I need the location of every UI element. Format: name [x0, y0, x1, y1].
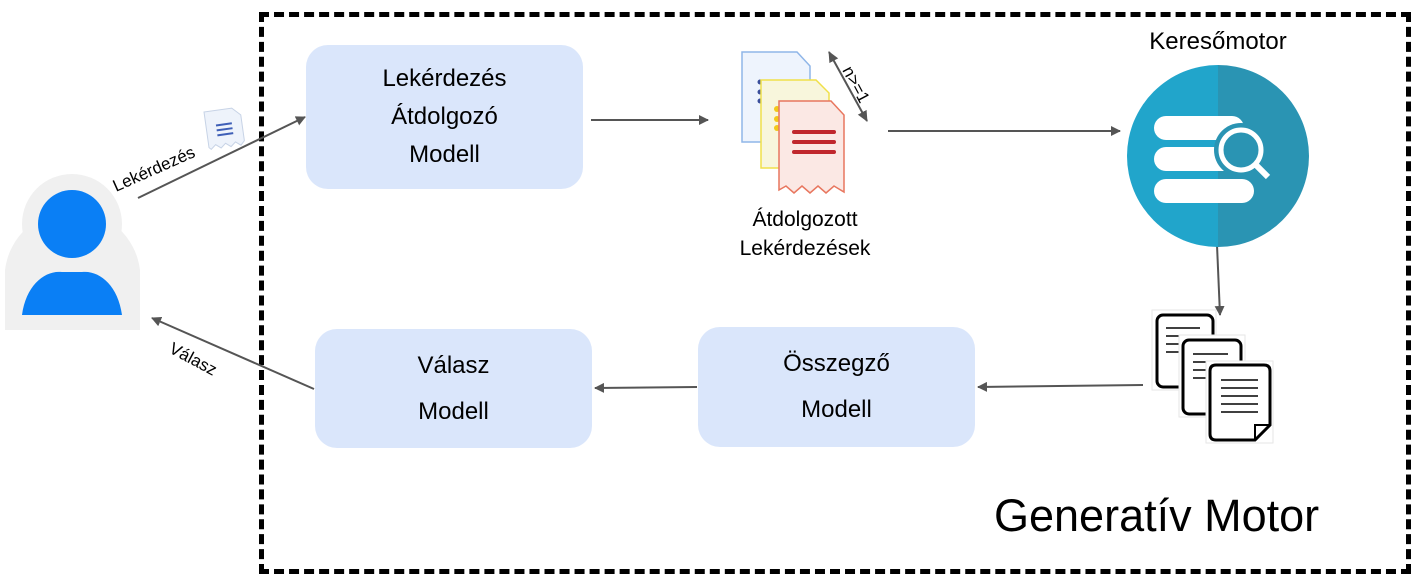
generative-engine-boundary — [259, 12, 1411, 574]
edge-user-to-rewriter — [137, 116, 306, 199]
node-line: Lekérdezés — [382, 65, 507, 92]
documents-stack-icon — [741, 51, 845, 194]
query-document-icon — [203, 107, 245, 151]
edge-search-to-docs — [1214, 244, 1225, 316]
search-engine-title: Keresőmotor — [1149, 28, 1287, 55]
multiplicity-label: n>=1 — [838, 63, 873, 106]
answer-model-node: Válasz Modell — [315, 329, 592, 448]
summarizer-model-node: Összegző Modell — [698, 327, 975, 447]
documents-icon — [1151, 309, 1274, 444]
label-line: Átdolgozott — [752, 208, 858, 231]
label-line: Lekérdezések — [739, 237, 871, 260]
node-line: Válasz — [417, 351, 490, 379]
multiplicity-arrow — [828, 51, 868, 122]
edge-docs-to-summarizer — [977, 381, 1144, 392]
query-rewriter-model-node: Lekérdezés Átdolgozó Modell — [306, 45, 583, 189]
search-database-icon — [1127, 65, 1309, 247]
rewritten-queries-label: Átdolgozott Lekérdezések — [715, 205, 895, 263]
generative-engine-title: Generatív Motor — [994, 490, 1320, 541]
node-line: Összegző — [783, 350, 890, 377]
edge-label-query: Lekérdezés — [110, 143, 198, 196]
user-icon — [5, 174, 140, 330]
edge-answer-to-user — [151, 317, 315, 390]
node-line: Modell — [801, 396, 872, 423]
node-line: Modell — [409, 141, 480, 168]
node-line: Átdolgozó — [391, 103, 498, 130]
node-line: Modell — [418, 397, 489, 425]
edge-summarizer-to-answer — [594, 382, 698, 393]
